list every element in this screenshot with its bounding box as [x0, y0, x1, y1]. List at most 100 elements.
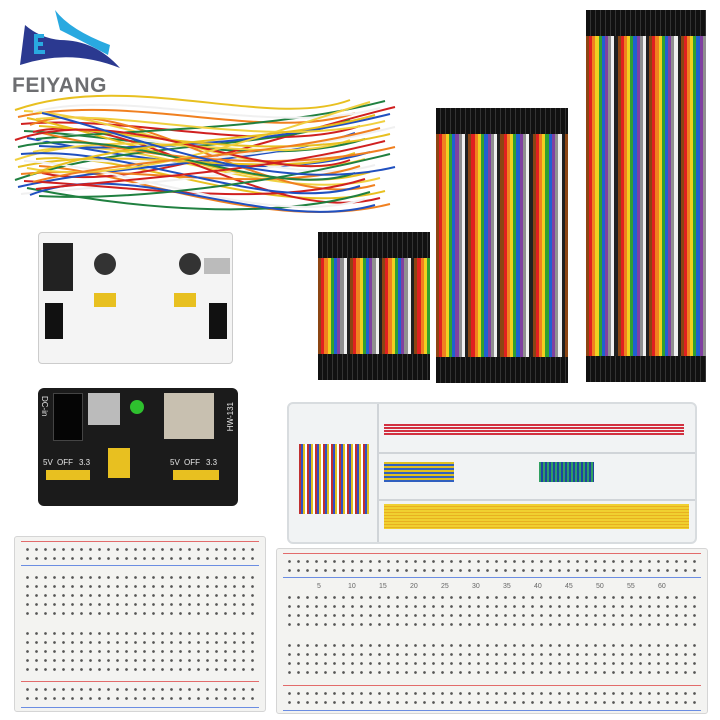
wire-strand — [375, 232, 379, 380]
jumper-wire — [35, 116, 386, 133]
wire-strand — [343, 232, 347, 380]
wire-strand — [664, 10, 669, 382]
wire-strand — [604, 10, 609, 382]
column-number: 45 — [565, 583, 573, 590]
wire-strand — [693, 10, 697, 382]
wire-strand — [532, 108, 536, 383]
wire-strand — [542, 108, 546, 383]
wire-strand — [548, 108, 552, 383]
wire-strand — [513, 108, 517, 383]
wire-strand — [683, 10, 687, 382]
wire-strand — [645, 10, 650, 382]
jumper-header — [94, 293, 116, 307]
rail-holes — [23, 545, 257, 563]
green-led — [130, 400, 144, 414]
wire-strand — [696, 10, 700, 382]
wire-strand — [385, 232, 389, 380]
jumper-wire — [35, 140, 386, 190]
jumper-wire — [32, 103, 381, 119]
wire-strand — [545, 108, 549, 383]
wire-strand — [330, 232, 335, 380]
wire-strand — [595, 10, 599, 382]
column-number: 50 — [596, 583, 604, 590]
jumper-wire — [32, 127, 381, 183]
wire-strand — [350, 232, 354, 380]
box-divider — [379, 452, 695, 454]
terminal-holes — [285, 641, 699, 679]
push-switch — [88, 393, 120, 425]
dupont-connectors — [436, 108, 568, 134]
wire-strand — [346, 232, 351, 380]
wire-strand — [398, 232, 402, 380]
yellow-blue-wires — [384, 462, 454, 482]
column-number: 30 — [472, 583, 480, 590]
wire-strand — [614, 10, 618, 382]
wire-strand — [639, 10, 643, 382]
dupont-connectors — [586, 356, 706, 382]
terminal-holes — [23, 573, 257, 619]
wire-strand — [439, 108, 443, 383]
wire-strand — [620, 10, 624, 382]
rail-holes — [285, 557, 699, 575]
dupont-connectors — [586, 10, 706, 36]
jumper-wire — [17, 108, 356, 124]
wire-strand — [391, 232, 395, 380]
red-wires — [384, 424, 684, 436]
dupont-connectors — [318, 232, 430, 258]
wire-strand — [445, 108, 449, 383]
column-number: 5 — [317, 583, 321, 590]
jumper-wire — [38, 153, 391, 198]
wire-strand — [535, 108, 539, 383]
wire-strand — [506, 108, 511, 383]
box-divider — [379, 499, 695, 501]
jumper-wire — [29, 114, 376, 176]
rail-holes — [23, 685, 257, 703]
jumper-wire — [17, 141, 356, 181]
wire-strand — [500, 108, 504, 383]
wire-strand — [417, 232, 421, 380]
power-rail — [21, 541, 259, 542]
wire-strand — [661, 10, 665, 382]
column-number: 35 — [503, 583, 511, 590]
power-switch — [209, 303, 227, 339]
power-rail — [21, 681, 259, 682]
wire-strand — [327, 232, 331, 380]
ribbon-cable-short — [318, 232, 431, 380]
wire-strand — [519, 108, 523, 383]
terminal-holes — [23, 629, 257, 675]
wire-strand — [503, 108, 507, 383]
power-module-white — [38, 232, 233, 364]
wire-strand — [561, 108, 565, 383]
wire-strand — [608, 10, 612, 382]
wire-strand — [522, 108, 527, 383]
jumper-wire — [20, 121, 361, 138]
wire-strand — [442, 108, 446, 383]
wire-strand — [318, 232, 322, 380]
green-wires — [539, 462, 594, 482]
wire-strand — [598, 10, 602, 382]
rail-holes — [285, 689, 699, 707]
wire-strand — [407, 232, 411, 380]
wire-strand — [458, 108, 462, 383]
dupont-connectors — [436, 357, 568, 383]
power-rail — [21, 707, 259, 708]
column-number: 40 — [534, 583, 542, 590]
usb-port — [204, 258, 230, 274]
wire-strand — [649, 10, 653, 382]
dc-jack — [53, 393, 83, 441]
ribbon-cable-long — [586, 10, 706, 382]
wire-strand — [526, 108, 530, 383]
wire-strand — [337, 232, 341, 380]
wire-strand — [359, 232, 363, 380]
jumper-label: 3.3 — [206, 458, 218, 467]
wire-strand — [340, 232, 344, 380]
wire-strand — [497, 108, 501, 383]
jumper-wire-box — [287, 402, 697, 544]
wire-strand — [677, 10, 681, 382]
wire-strand — [484, 108, 488, 383]
wire-strand — [410, 232, 415, 380]
jumper-header — [174, 293, 196, 307]
wire-strand — [378, 232, 383, 380]
wire-strand — [555, 108, 559, 383]
wire-strand — [617, 10, 621, 382]
